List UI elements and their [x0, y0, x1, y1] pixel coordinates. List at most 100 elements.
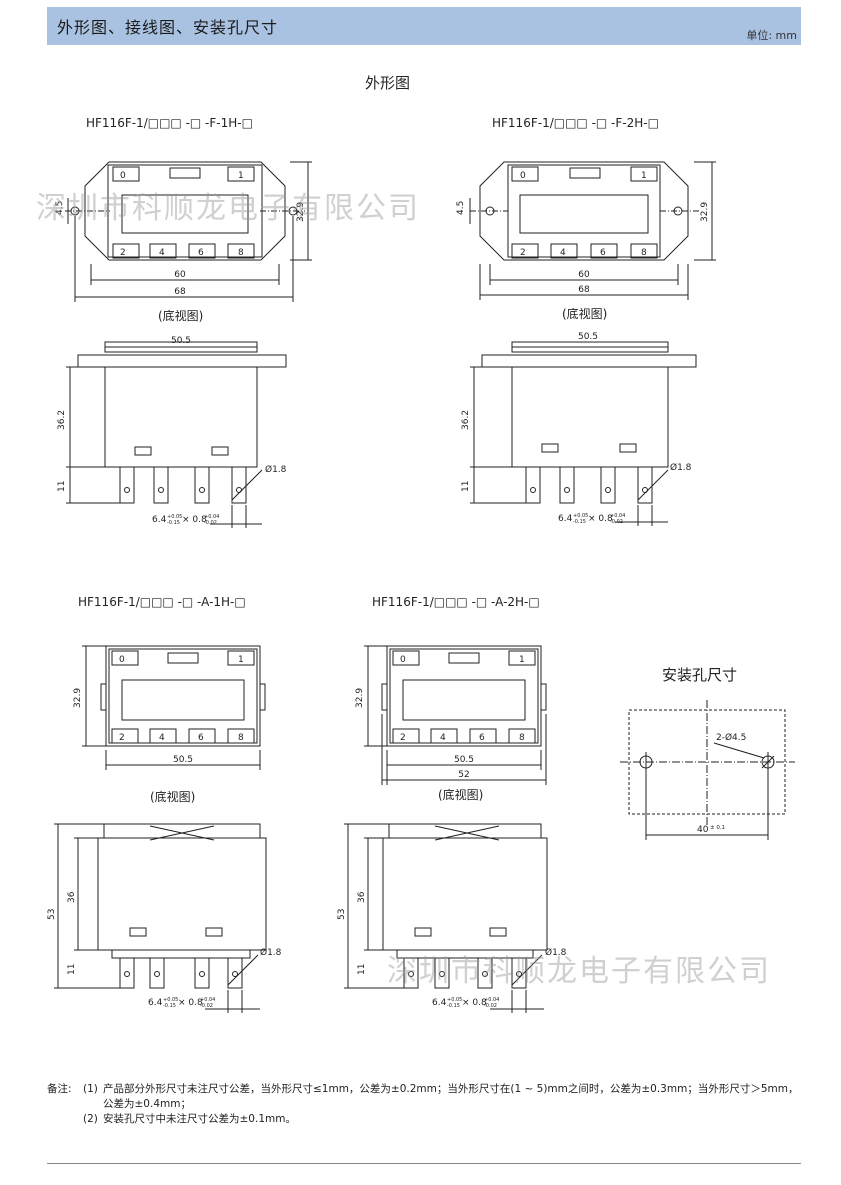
- f2h-dim-dia1.8: Ø1.8: [670, 462, 692, 473]
- f2h-dim-60: 60: [578, 270, 590, 280]
- f2h-tol-0.8-sub: -0.02: [610, 519, 623, 525]
- a2h-tol-0.8: × 0.8: [462, 998, 487, 1008]
- a1h-dim-53: 53: [47, 909, 57, 920]
- a1h-pin-2: 2: [119, 733, 125, 743]
- a1h-side-view: [54, 823, 267, 1013]
- f2h-tol-6.4-sub: -0.15: [573, 519, 586, 525]
- a1h-bottom-view: [82, 645, 266, 770]
- f2h-dim-68: 68: [578, 285, 590, 295]
- a1h-tol-6.4-sup: +0.05: [163, 997, 178, 1003]
- a2h-dim-dia1.8: Ø1.8: [545, 947, 567, 958]
- f1h-pin-6: 6: [198, 248, 204, 258]
- f2h-dim-50.5: 50.5: [578, 332, 598, 342]
- bottom-view-caption-1: (底视图): [158, 309, 204, 323]
- a2h-pin-1: 1: [519, 655, 525, 665]
- a2h-dim-52: 52: [458, 770, 469, 780]
- a2h-tol-6.4: 6.4: [432, 998, 447, 1008]
- note-1-text: 产品部分外形尺寸未注尺寸公差，当外形尺寸≤1mm，公差为±0.2mm；当外形尺寸…: [103, 1083, 799, 1110]
- notes-block: 备注: (1) 产品部分外形尺寸未注尺寸公差，当外形尺寸≤1mm，公差为±0.2…: [47, 1082, 807, 1127]
- bottom-view-caption-3: (底视图): [150, 790, 196, 804]
- a1h-pin-8: 8: [238, 733, 244, 743]
- section-outline-title: 外形图: [365, 74, 411, 92]
- f1h-tol-6.4: 6.4: [152, 515, 167, 525]
- f2h-tol-6.4: 6.4: [558, 514, 573, 524]
- bottom-view-caption-4: (底视图): [438, 788, 484, 802]
- a1h-pin-1: 1: [238, 655, 244, 665]
- f1h-pin-8: 8: [238, 248, 244, 258]
- header-title: 外形图、接线图、安装孔尺寸: [57, 18, 279, 37]
- a2h-tol-0.8-sub: -0.02: [484, 1003, 497, 1009]
- model-a2h: HF116F-1/□□□ -□ -A-2H-□: [372, 595, 540, 609]
- f2h-tol-6.4-sup: +0.05: [573, 513, 588, 519]
- a1h-dim-11: 11: [67, 964, 77, 975]
- f2h-dim-11: 11: [461, 481, 471, 492]
- f1h-dim-60: 60: [174, 270, 186, 280]
- notes-label: 备注:: [47, 1083, 72, 1095]
- a2h-bottom-view: [364, 645, 547, 785]
- mount-dim-2x4.5: 2-Ø4.5: [716, 732, 746, 743]
- f1h-pin-2: 2: [120, 248, 126, 258]
- f2h-pin-2: 2: [520, 248, 526, 258]
- f2h-pin-1: 1: [641, 171, 647, 181]
- a2h-dim-50.5: 50.5: [454, 755, 474, 765]
- f1h-pin-4: 4: [159, 248, 165, 258]
- a2h-pin-8: 8: [519, 733, 525, 743]
- f1h-dim-32.9: 32.9: [296, 202, 306, 222]
- f1h-tol-0.8-sup: +0.04: [204, 514, 219, 520]
- a1h-tol-0.8-sub: -0.02: [200, 1003, 213, 1009]
- a2h-pin-6: 6: [479, 733, 485, 743]
- f1h-side-view: [66, 341, 287, 528]
- f1h-tol-6.4-sub: -0.15: [167, 520, 180, 526]
- a2h-dim-32.9: 32.9: [355, 688, 365, 708]
- mount-hole-drawing: [620, 700, 795, 840]
- f1h-tol-6.4-sup: +0.05: [167, 514, 182, 520]
- a1h-tol-6.4: 6.4: [148, 998, 163, 1008]
- watermark-bottom: 深圳市科顺龙电子有限公司: [387, 954, 771, 989]
- f2h-bottom-view: [469, 161, 716, 300]
- f2h-side-view: [470, 341, 697, 526]
- section-mount-title: 安装孔尺寸: [662, 666, 738, 684]
- a1h-tol-6.4-sub: -0.15: [163, 1003, 176, 1009]
- f2h-pin-6: 6: [600, 248, 606, 258]
- f2h-dim-32.9: 32.9: [700, 202, 710, 222]
- f1h-dim-68: 68: [174, 287, 186, 297]
- f1h-dim-11: 11: [57, 481, 67, 492]
- a1h-tol-0.8: × 0.8: [178, 998, 203, 1008]
- f2h-dim-36.2: 36.2: [461, 410, 471, 430]
- a2h-pin-0: 0: [400, 655, 406, 665]
- model-a1h: HF116F-1/□□□ -□ -A-1H-□: [78, 595, 246, 609]
- f1h-dim-36.2: 36.2: [57, 410, 67, 430]
- f1h-dim-4.5: 4.5: [55, 201, 65, 215]
- unit-label: 单位: mm: [746, 29, 797, 42]
- f2h-pin-0: 0: [520, 171, 526, 181]
- f1h-pin-0: 0: [120, 171, 126, 181]
- f2h-tol-0.8: × 0.8: [588, 514, 613, 524]
- footer-rule: [47, 1163, 801, 1164]
- a1h-dim-32.9: 32.9: [73, 688, 83, 708]
- a2h-dim-53: 53: [337, 909, 347, 920]
- a2h-dim-36: 36: [357, 891, 367, 903]
- a1h-pin-6: 6: [198, 733, 204, 743]
- a2h-tol-6.4-sub: -0.15: [447, 1003, 460, 1009]
- note-2-text: 安装孔尺寸中未注尺寸公差为±0.1mm。: [103, 1113, 296, 1125]
- a1h-dim-dia1.8: Ø1.8: [260, 947, 282, 958]
- f1h-tol-0.8: × 0.8: [182, 515, 207, 525]
- a2h-side-view: [344, 823, 548, 1013]
- a1h-pin-4: 4: [159, 733, 165, 743]
- mount-dim-40: 40: [697, 825, 709, 835]
- a1h-pin-0: 0: [119, 655, 125, 665]
- a1h-dim-50.5: 50.5: [173, 755, 193, 765]
- f1h-dim-50.5: 50.5: [171, 336, 191, 346]
- a2h-pin-2: 2: [400, 733, 406, 743]
- f2h-dim-4.5: 4.5: [456, 201, 466, 215]
- model-f2h: HF116F-1/□□□ -□ -F-2H-□: [492, 116, 659, 130]
- bottom-view-caption-2: (底视图): [562, 307, 608, 321]
- f1h-tol-0.8-sub: -0.02: [204, 520, 217, 526]
- watermark-top: 深圳市科顺龙电子有限公司: [36, 191, 420, 226]
- model-f1h: HF116F-1/□□□ -□ -F-1H-□: [86, 116, 253, 130]
- f1h-pin-1: 1: [238, 171, 244, 181]
- a2h-dim-11: 11: [357, 964, 367, 975]
- a1h-dim-36: 36: [67, 891, 77, 903]
- note-1-number: (1): [83, 1083, 98, 1095]
- header-bar: 外形图、接线图、安装孔尺寸 单位: mm: [47, 7, 801, 45]
